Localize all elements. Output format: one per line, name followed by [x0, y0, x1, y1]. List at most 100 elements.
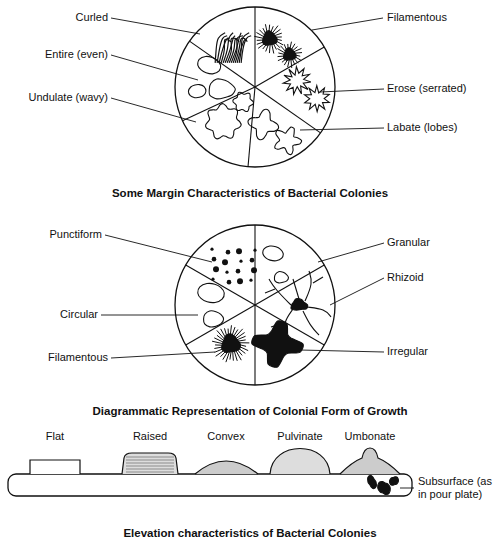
texture-stroke [126, 460, 174, 461]
filament-stroke [290, 59, 292, 68]
punctiform-colony [253, 249, 256, 252]
punctiform-colony [226, 250, 231, 255]
filament-stroke [224, 328, 227, 338]
filament-stroke [232, 350, 234, 361]
subsurface-colony [368, 475, 377, 488]
margin-plate [175, 7, 335, 167]
form-label: Punctiform [49, 228, 102, 241]
margin-label: Filamentous [387, 11, 447, 24]
texture-stroke [126, 469, 174, 470]
irregular-colony [252, 321, 304, 367]
sector-divider [189, 41, 255, 87]
filament-stroke [257, 39, 265, 40]
filament-stroke [234, 349, 237, 360]
curled-colony [241, 36, 251, 63]
rhizoid-branch [269, 279, 291, 305]
sector-divider [254, 7, 255, 87]
rhizoid-branch [303, 311, 319, 335]
punctiform-colony [211, 278, 214, 281]
elevation-label: Umbonate [345, 430, 396, 443]
filament-stroke [278, 57, 286, 61]
pulvinate-colony [270, 449, 330, 475]
filament-stroke [272, 43, 274, 53]
filament-stroke [257, 41, 266, 44]
punctiform-colony [237, 278, 243, 284]
sector-divider [254, 225, 255, 305]
subsurface-colony [378, 482, 391, 495]
punctiform-colony [222, 259, 228, 265]
entire-colony [188, 85, 205, 98]
punctiform-colony [250, 258, 255, 263]
elevation-label: Subsurface (as in pour plate) [418, 475, 496, 501]
figure-caption: Diagrammatic Representation of Colonial … [92, 405, 407, 418]
rhizoid-branch [305, 271, 311, 301]
filament-stroke [274, 36, 282, 37]
form-plate [175, 225, 335, 385]
filament-stroke [230, 325, 232, 337]
filament-stroke [284, 44, 287, 51]
punctiform-colony [249, 279, 252, 282]
filament-stroke [235, 349, 241, 360]
punctiform-colony [236, 269, 241, 274]
filament-stroke [294, 52, 302, 54]
margin-label: Labate (lobes) [387, 121, 457, 134]
flat-colony [30, 460, 80, 474]
form-label: Rhizoid [387, 271, 424, 284]
lobate-colony [275, 127, 302, 154]
leader-lines [101, 18, 414, 488]
granular-colony [263, 246, 283, 261]
punctiform-colony [212, 257, 217, 262]
form-label: Circular [60, 308, 98, 321]
filament-stroke [214, 347, 224, 349]
margin-label: Entire (even) [45, 48, 108, 61]
elevation-label: Raised [133, 430, 167, 443]
figure-caption: Some Margin Characteristics of Bacterial… [112, 187, 388, 200]
punctiform-colony [225, 271, 228, 274]
filament-stroke [230, 350, 231, 359]
punctiform-colony [227, 280, 232, 285]
figure-caption: Elevation characteristics of Bacterial C… [123, 527, 376, 540]
texture-stroke [126, 472, 174, 473]
filament-stroke [256, 33, 264, 38]
entire-colony [209, 79, 235, 99]
sector-divider [186, 305, 255, 345]
granular-colony [274, 272, 288, 283]
sector-divider [186, 265, 255, 305]
sector-divider [255, 265, 324, 305]
punctiform-colony [210, 248, 213, 251]
filament-stroke [265, 24, 267, 34]
filament-stroke [277, 49, 285, 54]
elevation-label: Convex [207, 430, 244, 443]
undulate-colony [233, 92, 253, 111]
sector-divider [255, 47, 324, 87]
punctiform-colony [239, 260, 242, 263]
margin-label: Curled [76, 11, 108, 24]
filament-stroke [236, 340, 245, 342]
texture-stroke [126, 466, 174, 467]
texture-stroke [126, 457, 174, 458]
convex-colony [195, 461, 258, 474]
filament-stroke [235, 333, 245, 340]
filament-stroke [287, 44, 288, 51]
margin-label: Undulate (wavy) [29, 91, 108, 104]
filament-stroke [293, 48, 302, 52]
filament-stroke [237, 342, 250, 343]
form-label: Granular [387, 236, 430, 249]
rhizoid-branch [265, 289, 275, 293]
raised-colony [122, 453, 178, 474]
erose-colony [283, 67, 311, 95]
filament-stroke [273, 42, 277, 49]
filament-stroke [274, 33, 282, 36]
filament-stroke [292, 58, 295, 65]
subsurface-colony [390, 477, 399, 486]
punctiform-colony [251, 267, 257, 273]
filament-stroke [274, 40, 283, 45]
rhizoid-branch [293, 279, 299, 299]
rhizoid-branch [307, 307, 331, 317]
filament-stroke [268, 25, 270, 34]
form-label: Filamentous [48, 351, 108, 364]
texture-stroke [126, 463, 174, 464]
filament-stroke [215, 344, 224, 345]
rhizoid-branch [313, 277, 323, 283]
erose-colony [305, 86, 330, 112]
